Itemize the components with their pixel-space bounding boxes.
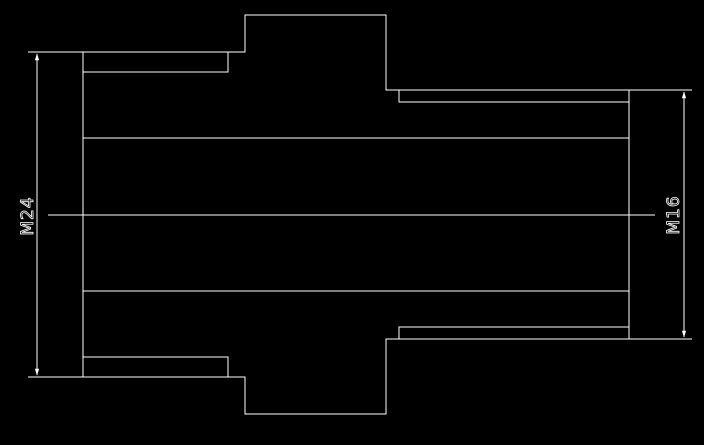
m16-label: M16 (664, 195, 684, 234)
upper-left-thread-relief (82, 51, 229, 73)
lower-wall-hatch (82, 290, 630, 415)
dimension-m24: M24 (18, 51, 83, 378)
dimension-m16: M16 (629, 89, 692, 340)
upper-wall-section (82, 14, 630, 139)
lower-wall-section (82, 290, 630, 415)
lower-right-thread-relief (398, 326, 630, 340)
upper-wall-hatch (82, 14, 630, 139)
upper-right-thread-relief (398, 89, 630, 103)
lower-left-thread-relief (82, 356, 229, 378)
m24-label: M24 (18, 196, 38, 235)
